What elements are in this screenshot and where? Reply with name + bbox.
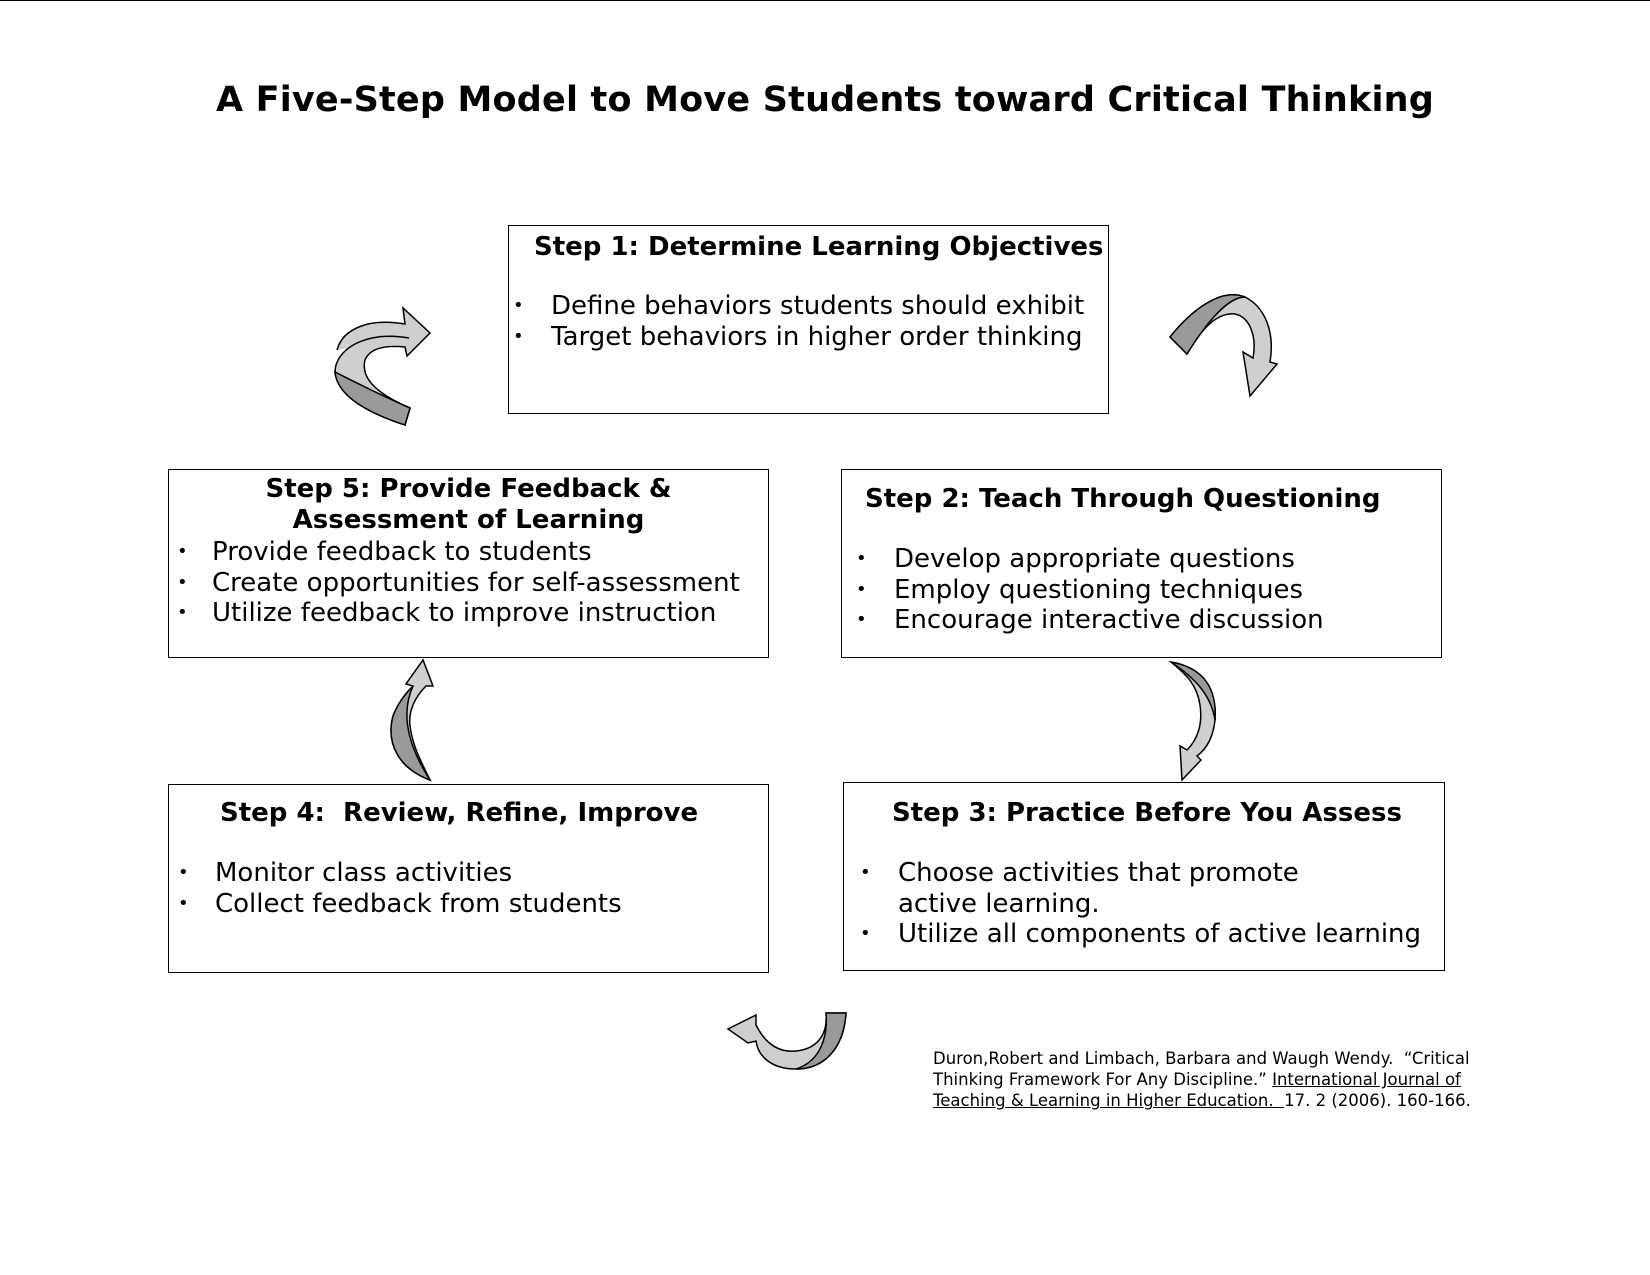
step-2-list: •Develop appropriate questions •Employ q… (842, 544, 1441, 636)
list-item: •Choose activities that promote active l… (860, 858, 1299, 919)
curved-arrow-step2-to-step3-icon (1168, 660, 1216, 782)
list-item: •Employ questioning techniques (856, 574, 1304, 605)
step-5-heading-line-2: Assessment of Learning (292, 505, 645, 535)
list-item: •Utilize feedback to improve instruction (177, 598, 717, 628)
step-4-list: •Monitor class activities •Collect feedb… (169, 858, 768, 919)
list-item: •Define behaviors students should exhibi… (513, 291, 1085, 321)
list-item: •Target behaviors in higher order thinki… (513, 321, 1083, 352)
step-5-list: •Provide feedback to students •Create op… (169, 537, 768, 629)
curved-arrow-step4-to-step5-icon (390, 658, 435, 782)
page-title: A Five-Step Model to Move Students towar… (215, 80, 1435, 120)
citation: Duron,Robert and Limbach, Barbara and Wa… (933, 1048, 1513, 1111)
step-2-box: Step 2: Teach Through Questioning •Devel… (841, 469, 1442, 658)
citation-line-1: Duron,Robert and Limbach, Barbara and Wa… (933, 1049, 1470, 1068)
step-1-heading: Step 1: Determine Learning Objectives (534, 232, 1104, 262)
citation-line-3: Teaching & Learning in Higher Education.… (933, 1091, 1471, 1110)
curved-arrow-step5-to-step1-icon (334, 306, 432, 426)
step-5-box: Step 5: Provide Feedback & Assessment of… (168, 469, 769, 658)
list-item: •Create opportunities for self-assessmen… (177, 567, 740, 598)
step-2-heading: Step 2: Teach Through Questioning (865, 484, 1381, 514)
step-4-box: Step 4: Review, Refine, Improve •Monitor… (168, 784, 769, 973)
step-3-box: Step 3: Practice Before You Assess •Choo… (843, 782, 1445, 971)
citation-line-2: Thinking Framework For Any Discipline.” … (933, 1070, 1461, 1089)
list-item: •Develop appropriate questions (856, 544, 1295, 574)
list-item: •Collect feedback from students (178, 888, 622, 919)
journal-title-part-1: International Journal of (1272, 1070, 1461, 1089)
curved-arrow-step1-to-step2-icon (1168, 294, 1279, 398)
step-3-list: •Choose activities that promote active l… (844, 858, 1422, 950)
step-1-box: Step 1: Determine Learning Objectives •D… (508, 225, 1109, 414)
journal-title-part-2: Teaching & Learning in Higher Education. (933, 1091, 1285, 1110)
list-item: •Provide feedback to students (177, 537, 592, 567)
list-item: •Monitor class activities (178, 858, 513, 888)
curved-arrow-step3-to-step4-icon (726, 1012, 847, 1070)
step-1-list: •Define behaviors students should exhibi… (509, 291, 1108, 352)
step-5-heading-line-1: Step 5: Provide Feedback & (265, 474, 672, 504)
top-border-line (0, 0, 1650, 1)
step-4-heading: Step 4: Review, Refine, Improve (220, 798, 699, 828)
step-3-heading: Step 3: Practice Before You Assess (892, 798, 1402, 828)
list-item: •Utilize all components of active learni… (860, 919, 1422, 949)
list-item: •Encourage interactive discussion (856, 605, 1324, 635)
